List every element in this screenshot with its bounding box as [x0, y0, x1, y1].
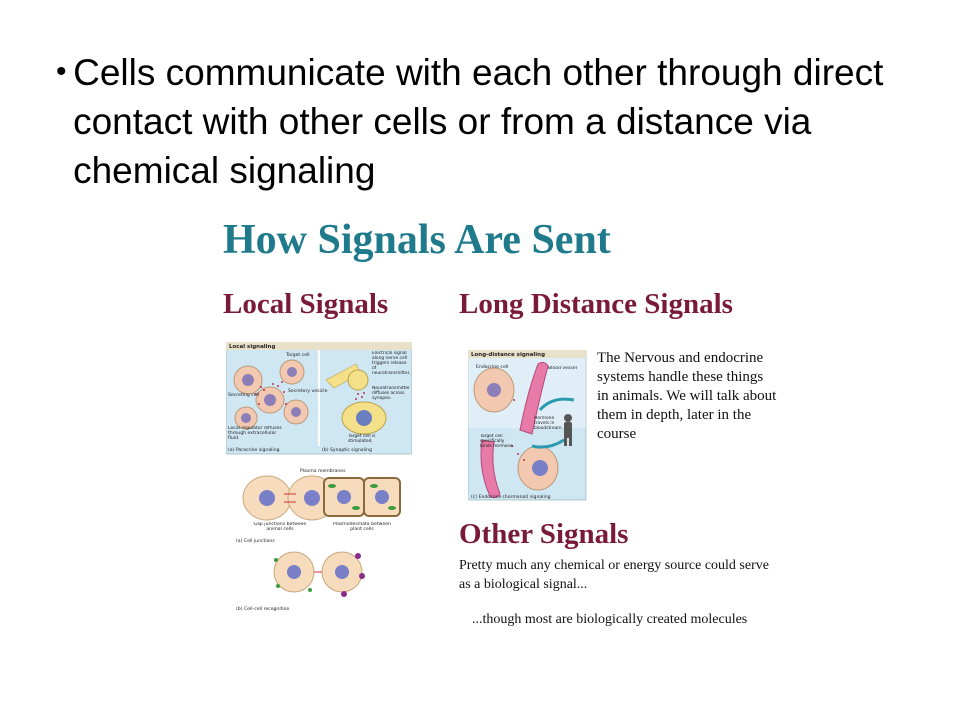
synaptic-caption: (b) Synaptic signaling — [322, 447, 372, 453]
cell-recognition-diagram: (b) Cell-cell recognition — [236, 551, 365, 612]
endocrine-cell-label: Endocrine cell — [476, 364, 508, 370]
paracrine-caption: (a) Paracrine signaling — [228, 447, 280, 453]
electrical-signal-label: Electrical signal along nerve cell trigg… — [372, 351, 411, 375]
target-cell-label: Target cell — [285, 352, 310, 358]
long-panel-header: Long-distance signaling — [471, 352, 545, 358]
secretory-vesicle-label: Secretory vesicle — [288, 388, 328, 394]
local-signaling-diagram: Local signaling Target cell Secreting ce… — [226, 342, 412, 455]
neurotransmitter-label: Neurotransmitter diffuses across synapse… — [372, 386, 410, 401]
bullet-point: • Cells communicate with each other thro… — [56, 48, 916, 195]
local-regulator-label: Local regulator diffuses through extrace… — [228, 426, 282, 442]
long-distance-diagram: Long-distance signaling Endocrine cell B… — [468, 350, 587, 501]
endocrine-caption: (c) Endocrine (hormonal) signaling — [471, 494, 551, 500]
plasma-membranes-label: Plasma membranes — [300, 468, 346, 474]
secreting-cell-label: Secreting cell — [228, 392, 259, 398]
local-panel-header: Local signaling — [229, 344, 275, 350]
gap-junctions-label: Gap junctions between animal cells — [253, 522, 307, 533]
target-stimulated-label: Target cell is stimulated. — [348, 434, 376, 444]
local-signals-heading: Local Signals — [223, 288, 389, 320]
target-binds-label: Target cell specifically binds hormone. — [480, 434, 515, 449]
other-signals-description: Pretty much any chemical or energy sourc… — [459, 558, 769, 592]
other-signals-note: ...though most are biologically created … — [472, 612, 748, 627]
cell-junctions-caption: (a) Cell junctions — [236, 538, 275, 544]
hormone-travels-label: Hormone travels in bloodstream. — [534, 416, 563, 431]
figure-title: How Signals Are Sent — [223, 217, 611, 263]
bullet-text: Cells communicate with each other throug… — [73, 52, 884, 191]
cell-recognition-caption: (b) Cell-cell recognition — [236, 606, 290, 612]
blood-vessel-label: Blood vessel — [548, 366, 577, 371]
long-distance-heading: Long Distance Signals — [459, 288, 733, 320]
other-signals-heading: Other Signals — [459, 518, 629, 550]
long-distance-description: The Nervous and endocrine systems handle… — [597, 350, 777, 442]
plasmodesmata-label: Plasmodesmata between plant cells — [333, 522, 391, 533]
bullet-marker: • — [56, 55, 67, 88]
cell-junctions-diagram: Plasma membranes Gap junctions between a… — [236, 468, 401, 544]
